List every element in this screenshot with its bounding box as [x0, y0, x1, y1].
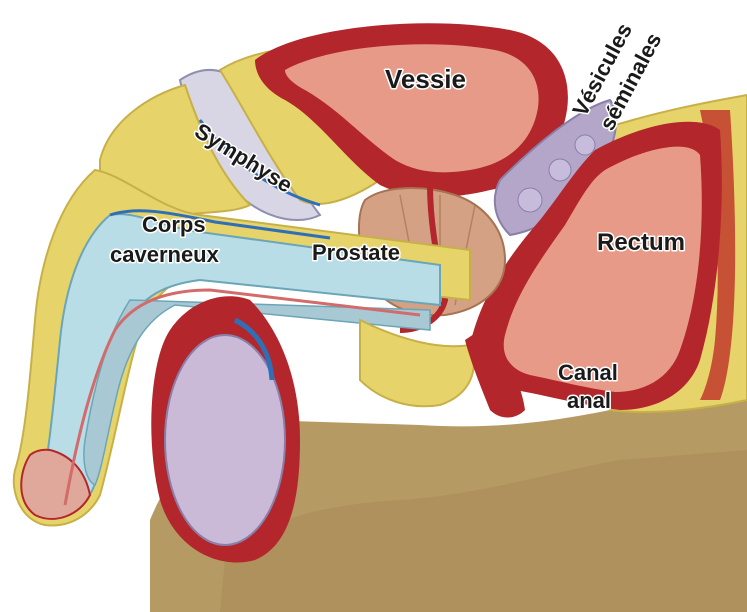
- label-vessie: Vessie: [385, 64, 466, 94]
- label-corps-line2: caverneux: [110, 242, 220, 267]
- label-corps-line1: Corps: [142, 212, 206, 237]
- label-canal-line2: anal: [567, 388, 611, 413]
- vesicle-lobe-1: [518, 188, 542, 212]
- vesicle-lobe-2: [549, 159, 571, 181]
- label-canal-line1: Canal: [558, 360, 618, 385]
- label-rectum: Rectum: [597, 229, 685, 256]
- label-prostate: Prostate: [312, 240, 400, 265]
- testis: [165, 335, 285, 545]
- vesicle-lobe-3: [575, 135, 595, 155]
- perineal-fat: [360, 320, 474, 406]
